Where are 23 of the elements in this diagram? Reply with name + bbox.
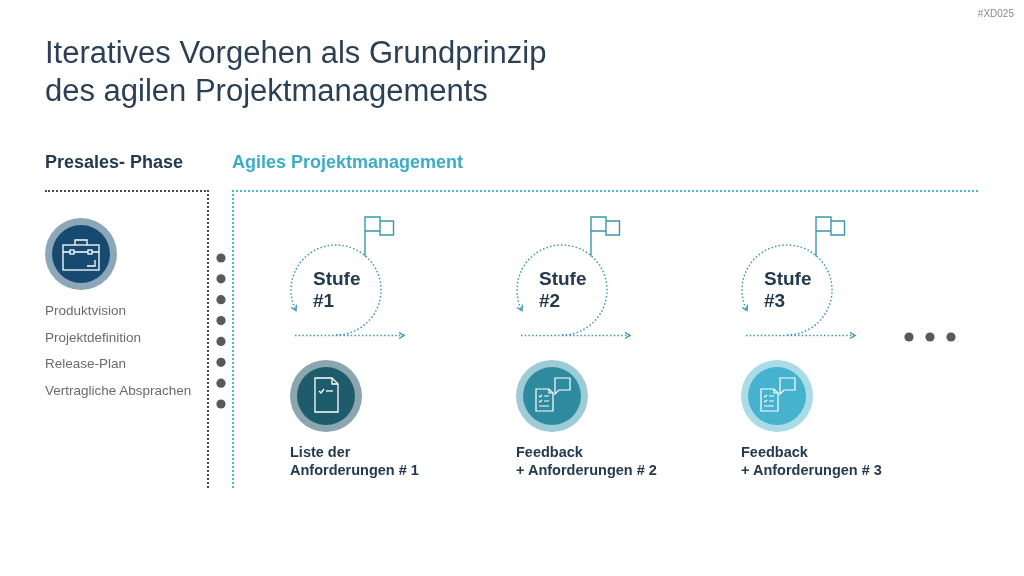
iteration-loop [290, 244, 382, 336]
deliverable-caption: + Anforderungen # 3 [741, 461, 882, 479]
section-heading: Agiles Projektmanagement [232, 151, 464, 174]
list-item: Vertragliche Absprachen [45, 381, 192, 400]
slide-code: #XD025 [977, 8, 1014, 19]
deliverable-caption: + Anforderungen # 2 [516, 461, 657, 479]
deliverable-caption: Liste der Anforderungen # 1 [290, 443, 420, 479]
stage-label: Stufe #1 [313, 268, 362, 312]
section-heading: Presales- Phase [45, 151, 184, 174]
deliverable-caption: Feedback [516, 443, 583, 461]
briefcase-icon [45, 218, 117, 290]
iteration-loop [516, 244, 608, 336]
list-item: Release-Plan [45, 355, 127, 373]
deliverable-caption: Feedback [741, 443, 808, 461]
stage-label: Stufe #3 [764, 268, 813, 312]
arrow [786, 331, 856, 340]
arrow [561, 331, 631, 340]
slide-title: Iteratives Vorgehen als Grundprinzip des agilen Projektmanagements [45, 34, 548, 110]
arrow [335, 331, 405, 340]
list-item: Projektdefinition [45, 328, 142, 347]
list-item: Produktvision [45, 302, 127, 320]
stage-label: Stufe #2 [539, 268, 588, 312]
iteration-loop [741, 244, 833, 336]
